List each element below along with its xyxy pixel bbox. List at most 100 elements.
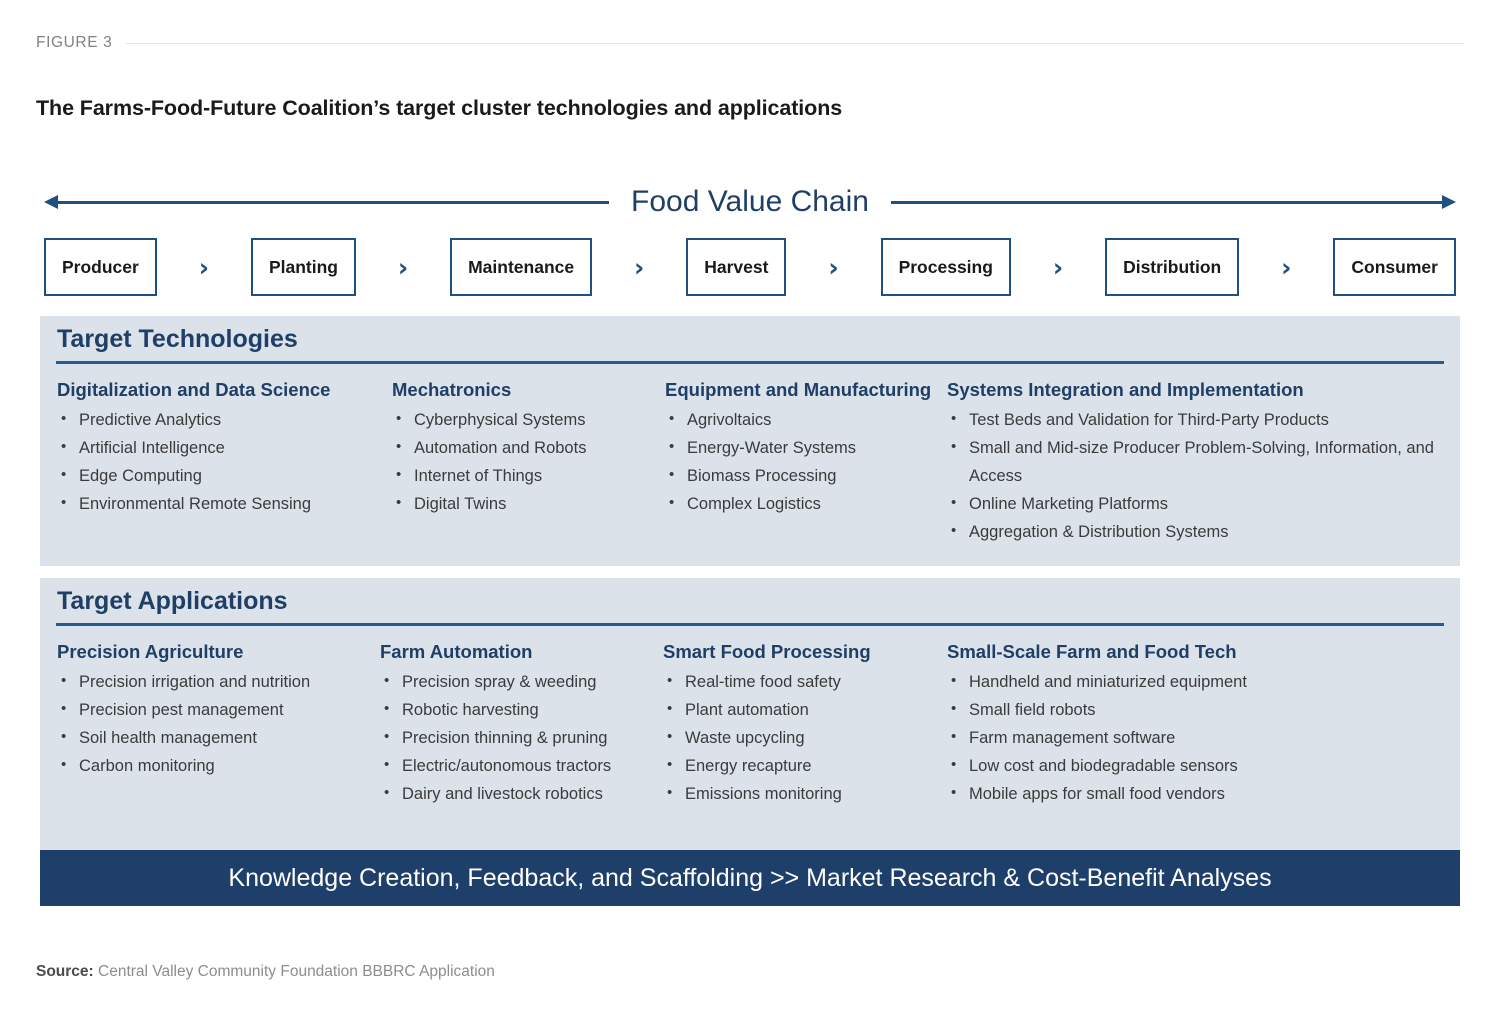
list-item: Precision irrigation and nutrition bbox=[57, 668, 387, 696]
column-title: Mechatronics bbox=[392, 379, 512, 400]
column-technologies-0: Digitalization and Data SciencePredictiv… bbox=[57, 378, 387, 518]
column-list: Precision spray & weedingRobotic harvest… bbox=[380, 668, 680, 808]
chevron-right-icon: › bbox=[397, 252, 409, 282]
stage-box-maintenance[interactable]: Maintenance bbox=[450, 238, 593, 296]
stage-label: Consumer bbox=[1351, 256, 1438, 277]
stage-box-consumer[interactable]: Consumer bbox=[1333, 238, 1456, 296]
list-item: Automation and Robots bbox=[392, 434, 692, 462]
list-item: Biomass Processing bbox=[665, 462, 955, 490]
column-applications-2: Smart Food ProcessingReal-time food safe… bbox=[663, 640, 953, 808]
column-list: Real-time food safetyPlant automationWas… bbox=[663, 668, 953, 808]
column-technologies-3: Systems Integration and ImplementationTe… bbox=[947, 378, 1447, 546]
stage-box-processing[interactable]: Processing bbox=[880, 238, 1011, 296]
list-item: Carbon monitoring bbox=[57, 752, 387, 780]
column-title: Digitalization and Data Science bbox=[57, 379, 331, 400]
list-item: Complex Logistics bbox=[665, 490, 955, 518]
list-item: Precision pest management bbox=[57, 696, 387, 724]
arrow-right bbox=[890, 192, 1456, 212]
list-item: Internet of Things bbox=[392, 462, 692, 490]
chevron-right-icon: › bbox=[198, 252, 210, 282]
panel-title-technologies: Target Technologies bbox=[57, 325, 298, 353]
panel-header-applications: Target Applications bbox=[40, 578, 1460, 620]
knowledge-banner-text: Knowledge Creation, Feedback, and Scaffo… bbox=[228, 863, 1272, 892]
source-prefix: Source: bbox=[36, 963, 94, 980]
panel-header-technologies: Target Technologies bbox=[40, 316, 1460, 358]
column-title: Precision Agriculture bbox=[57, 641, 244, 662]
column-title: Farm Automation bbox=[380, 641, 533, 662]
columns-applications: Precision AgriculturePrecision irrigatio… bbox=[40, 626, 1460, 898]
arrow-left bbox=[44, 192, 610, 212]
list-item: Robotic harvesting bbox=[380, 696, 680, 724]
column-applications-0: Precision AgriculturePrecision irrigatio… bbox=[57, 640, 387, 780]
stage-label: Distribution bbox=[1123, 256, 1222, 277]
list-item: Online Marketing Platforms bbox=[947, 490, 1447, 518]
panel-title-applications: Target Applications bbox=[57, 587, 288, 615]
column-applications-3: Small-Scale Farm and Food TechHandheld a… bbox=[947, 640, 1447, 808]
stage-label: Harvest bbox=[704, 256, 769, 277]
list-item: Cyberphysical Systems bbox=[392, 406, 692, 434]
column-applications-1: Farm AutomationPrecision spray & weeding… bbox=[380, 640, 680, 808]
value-chain-stages: Producer › Planting › Maintenance › Harvest › Pr… bbox=[44, 238, 1456, 296]
column-title: Equipment and Manufacturing bbox=[665, 379, 932, 400]
stage-label: Planting bbox=[268, 256, 338, 277]
chevron-right-icon: › bbox=[828, 252, 839, 282]
figure-label-divider bbox=[126, 42, 1464, 44]
chevron-right-icon: › bbox=[1052, 252, 1064, 282]
list-item: Precision spray & weeding bbox=[380, 668, 680, 696]
arrow-left-bar bbox=[57, 201, 610, 204]
list-item: Edge Computing bbox=[57, 462, 387, 490]
list-item: Test Beds and Validation for Third-Party… bbox=[947, 406, 1447, 434]
list-item: Environmental Remote Sensing bbox=[57, 490, 387, 518]
list-item: Aggregation & Distribution Systems bbox=[947, 518, 1447, 546]
arrow-right-bar bbox=[890, 201, 1443, 204]
column-list: Precision irrigation and nutritionPrecis… bbox=[57, 668, 387, 780]
column-list: Cyberphysical SystemsAutomation and Robo… bbox=[392, 406, 692, 518]
list-item: Digital Twins bbox=[392, 490, 692, 518]
arrow-right-head bbox=[1442, 195, 1456, 209]
stage-label: Maintenance bbox=[468, 256, 575, 277]
stage-box-producer[interactable]: Producer bbox=[44, 238, 157, 296]
list-item: Soil health management bbox=[57, 724, 387, 752]
list-item: Small field robots bbox=[947, 696, 1447, 724]
column-title: Small-Scale Farm and Food Tech bbox=[947, 641, 1237, 662]
list-item: Predictive Analytics bbox=[57, 406, 387, 434]
stage-box-harvest[interactable]: Harvest bbox=[686, 238, 787, 296]
panel-rule-applications bbox=[56, 623, 1444, 626]
stage-box-planting[interactable]: Planting bbox=[250, 238, 356, 296]
list-item: Mobile apps for small food vendors bbox=[947, 780, 1447, 808]
column-title: Systems Integration and Implementation bbox=[947, 379, 1304, 400]
column-list: AgrivoltaicsEnergy-Water SystemsBiomass … bbox=[665, 406, 955, 518]
column-list: Test Beds and Validation for Third-Party… bbox=[947, 406, 1447, 546]
panel-rule-technologies bbox=[56, 361, 1444, 364]
stage-box-distribution[interactable]: Distribution bbox=[1105, 238, 1240, 296]
list-item: Energy recapture bbox=[663, 752, 953, 780]
columns-technologies: Digitalization and Data SciencePredictiv… bbox=[40, 364, 1460, 614]
arrow-left-head bbox=[44, 195, 58, 209]
list-item: Waste upcycling bbox=[663, 724, 953, 752]
list-item: Plant automation bbox=[663, 696, 953, 724]
list-item: Handheld and miniaturized equipment bbox=[947, 668, 1447, 696]
list-item: Energy-Water Systems bbox=[665, 434, 955, 462]
source-text: Central Valley Community Foundation BBBR… bbox=[93, 963, 495, 980]
list-item: Low cost and biodegradable sensors bbox=[947, 752, 1447, 780]
panel-target-technologies: Target Technologies Digitalization and D… bbox=[40, 316, 1460, 566]
stage-label: Producer bbox=[62, 256, 139, 277]
chevron-right-icon: › bbox=[1281, 252, 1292, 282]
list-item: Electric/autonomous tractors bbox=[380, 752, 680, 780]
list-item: Precision thinning & pruning bbox=[380, 724, 680, 752]
source-line: Source: Central Valley Community Foundat… bbox=[36, 963, 495, 981]
list-item: Artificial Intelligence bbox=[57, 434, 387, 462]
knowledge-banner: Knowledge Creation, Feedback, and Scaffo… bbox=[40, 850, 1460, 906]
list-item: Dairy and livestock robotics bbox=[380, 780, 680, 808]
list-item: Agrivoltaics bbox=[665, 406, 955, 434]
list-item: Farm management software bbox=[947, 724, 1447, 752]
list-item: Real-time food safety bbox=[663, 668, 953, 696]
column-technologies-1: MechatronicsCyberphysical SystemsAutomat… bbox=[392, 378, 692, 518]
column-title: Smart Food Processing bbox=[663, 641, 871, 662]
list-item: Emissions monitoring bbox=[663, 780, 953, 808]
column-technologies-2: Equipment and ManufacturingAgrivoltaicsE… bbox=[665, 378, 955, 518]
value-chain-title: Food Value Chain bbox=[631, 185, 869, 218]
food-value-chain-arrow: Food Value Chain bbox=[44, 182, 1456, 222]
stage-label: Processing bbox=[898, 256, 993, 277]
